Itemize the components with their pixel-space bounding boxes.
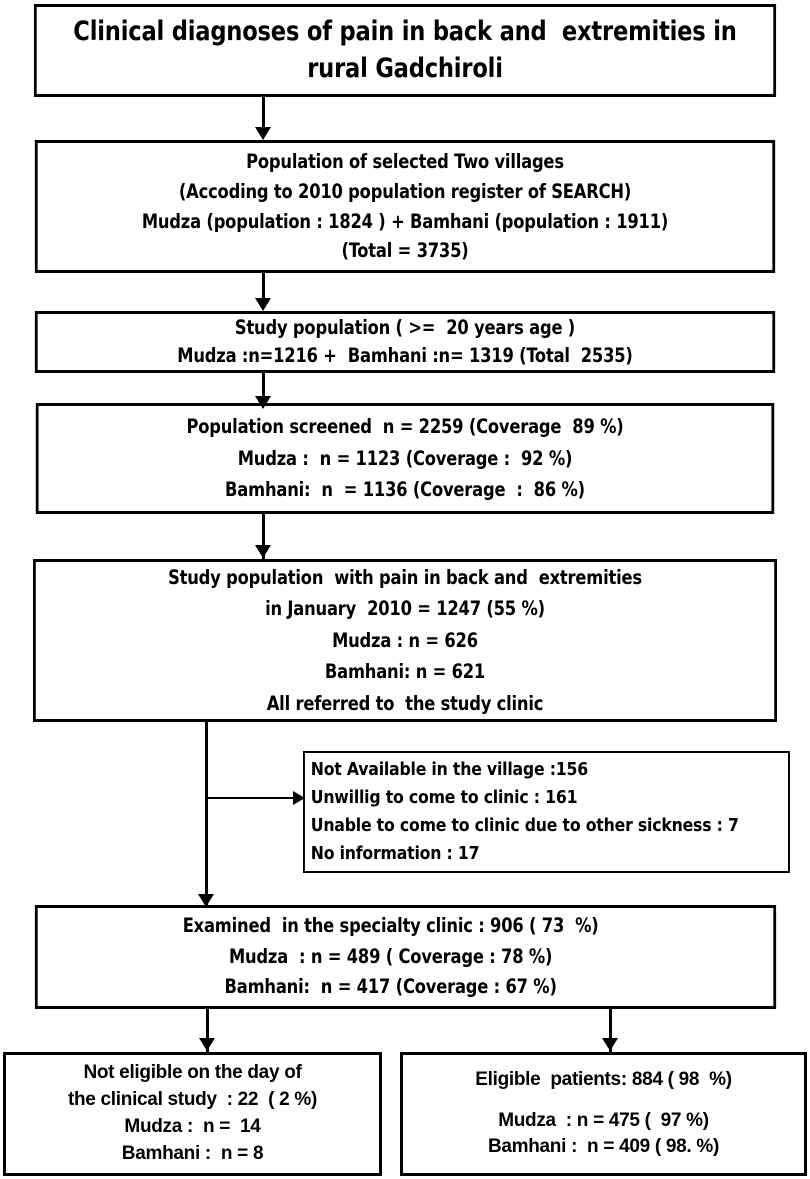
connector-examined-to-not-eligible bbox=[206, 1009, 209, 1054]
flowchart-node-screened: Population screened n = 2259 (Coverage 8… bbox=[35, 403, 775, 514]
eligible-line-1: Eligible patients: 884 ( 98 %) bbox=[475, 1068, 732, 1090]
connector-title-to-population bbox=[262, 97, 265, 133]
flowchart-node-examined: Examined in the specialty clinic : 906 (… bbox=[34, 905, 777, 1009]
not-eligible-line-4: Bamhani : n = 8 bbox=[121, 1142, 264, 1164]
study-population-line-1: Study population ( >= 20 years age ) bbox=[234, 316, 576, 340]
pain-text-block: Study population with pain in back and e… bbox=[168, 562, 642, 720]
excluded-line-1: Not Available in the village :156 bbox=[310, 758, 589, 780]
excluded-line-3: Unable to come to clinic due to other si… bbox=[310, 815, 739, 836]
population-line-4: (Total = 3735) bbox=[341, 239, 469, 263]
connector-examined-to-eligible bbox=[609, 1009, 612, 1054]
flowchart-node-eligible: Eligible patients: 884 ( 98 %) Mudza : n… bbox=[400, 1052, 807, 1176]
not-eligible-line-3: Mudza : n = 14 bbox=[124, 1116, 261, 1137]
pain-line-1: Study population with pain in back and e… bbox=[168, 565, 642, 589]
flowchart-node-pain-population: Study population with pain in back and e… bbox=[33, 559, 777, 722]
screened-line-2: Mudza : n = 1123 (Coverage : 92 %) bbox=[237, 446, 573, 470]
connector-study-population-to-screened bbox=[262, 373, 265, 407]
connector-screened-to-pain bbox=[262, 514, 265, 560]
excluded-line-2: Unwillig to come to clinic : 161 bbox=[310, 786, 578, 808]
arrow-down-icon bbox=[255, 298, 271, 311]
study-population-line-2: Mudza :n=1216 + Bamhani :n= 1319 (Total … bbox=[177, 344, 633, 367]
connector-population-to-study-population bbox=[262, 273, 265, 305]
eligible-line-3: Bamhani : n = 409 ( 98. %) bbox=[487, 1136, 720, 1158]
excluded-line-4: No information : 17 bbox=[310, 843, 480, 865]
examined-line-2: Mudza : n = 489 ( Coverage : 78 %) bbox=[228, 944, 553, 968]
connector-pain-to-excluded bbox=[208, 797, 308, 799]
examined-line-3: Bamhani: n = 417 (Coverage : 67 %) bbox=[224, 975, 557, 999]
not-eligible-text-block: Not eligible on the day of the clinical … bbox=[68, 1060, 317, 1168]
screened-text-block: Population screened n = 2259 (Coverage 8… bbox=[186, 411, 623, 506]
flowchart-node-excluded: Not Available in the village :156 Unwill… bbox=[303, 751, 790, 873]
arrow-down-icon bbox=[602, 1038, 618, 1051]
examined-line-1: Examined in the specialty clinic : 906 (… bbox=[182, 914, 599, 938]
population-line-2: (Accoding to 2010 population register of… bbox=[178, 179, 632, 203]
eligible-text-block: Eligible patients: 884 ( 98 %) Mudza : n… bbox=[475, 1067, 732, 1162]
title-line-2: rural Gadchiroli bbox=[307, 52, 503, 84]
population-line-1: Population of selected Two villages bbox=[246, 150, 564, 174]
flowchart-node-not-eligible: Not eligible on the day of the clinical … bbox=[3, 1052, 382, 1176]
eligible-spacer bbox=[475, 1094, 731, 1108]
pain-line-3: Mudza : n = 626 bbox=[332, 628, 478, 652]
arrow-down-icon bbox=[255, 545, 271, 558]
pain-line-4: Bamhani: n = 621 bbox=[324, 660, 486, 684]
arrow-down-icon bbox=[199, 1038, 215, 1051]
pain-line-2: in January 2010 = 1247 (55 %) bbox=[265, 597, 545, 621]
study-population-text-block: Study population ( >= 20 years age ) Mud… bbox=[177, 314, 633, 369]
connector-pain-to-examined bbox=[205, 722, 208, 909]
flowchart-node-study-population: Study population ( >= 20 years age ) Mud… bbox=[34, 311, 776, 373]
eligible-line-2: Mudza : n = 475 ( 97 %) bbox=[498, 1109, 709, 1131]
arrow-down-icon bbox=[198, 894, 214, 907]
pain-line-5: All referred to the study clinic bbox=[266, 691, 544, 715]
examined-text-block: Examined in the specialty clinic : 906 (… bbox=[183, 911, 599, 1002]
arrow-down-icon bbox=[255, 396, 271, 409]
excluded-text-block: Not Available in the village :156 Unwill… bbox=[311, 756, 739, 868]
flowchart-node-population: Population of selected Two villages (Acc… bbox=[34, 140, 776, 273]
arrow-right-icon bbox=[293, 791, 305, 805]
flowchart-node-title: Clinical diagnoses of pain in back and e… bbox=[33, 4, 777, 97]
arrow-down-icon bbox=[255, 127, 271, 140]
screened-line-3: Bamhani: n = 1136 (Coverage : 86 %) bbox=[225, 478, 585, 502]
title-line-1: Clinical diagnoses of pain in back and e… bbox=[73, 15, 737, 47]
screened-line-1: Population screened n = 2259 (Coverage 8… bbox=[186, 415, 624, 439]
not-eligible-line-1: Not eligible on the day of bbox=[83, 1062, 302, 1084]
population-text-block: Population of selected Two villages (Acc… bbox=[141, 147, 669, 266]
not-eligible-line-2: the clinical study : 22 ( 2 %) bbox=[67, 1089, 318, 1111]
title-text-block: Clinical diagnoses of pain in back and e… bbox=[73, 14, 737, 87]
population-line-3: Mudza (population : 1824 ) + Bamhani (po… bbox=[141, 209, 669, 233]
